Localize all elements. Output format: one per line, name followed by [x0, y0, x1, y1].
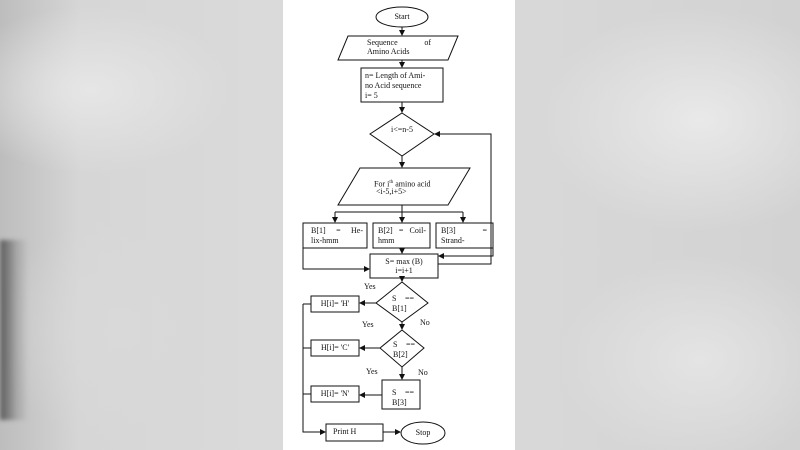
stop-terminal [400, 421, 446, 445]
s-b3-box [381, 379, 421, 410]
b1-line1: B[1] = He- [311, 226, 363, 235]
d1-line2: B[1] [392, 304, 407, 313]
init-line2: no Acid sequence [365, 81, 422, 90]
yes-label-2: Yes [362, 320, 374, 329]
d2-line1: S == [393, 340, 415, 349]
init-box [360, 67, 444, 103]
for-amino-line2: <i-5,i+5> [376, 187, 407, 196]
smax-line2: i=i+1 [395, 266, 413, 275]
h-c-label: H[i]= 'C' [320, 343, 350, 352]
b1-box [302, 222, 368, 249]
init-line3: i= 5 [365, 91, 378, 100]
b3-box [435, 222, 494, 249]
for-amino-box [337, 167, 471, 206]
loop-condition-label: i<=n-5 [391, 125, 413, 134]
input-sequence-line1: Sequence of [367, 38, 431, 47]
h-n-label: H[i]= 'N' [320, 389, 350, 398]
d3-line2: B[3] [392, 398, 407, 407]
start-label: Start [394, 12, 410, 21]
b3-line1: B[3] = [441, 226, 487, 235]
d2-line2: B[2] [393, 350, 408, 359]
input-sequence-box [337, 35, 459, 61]
h-h-label: H[i]= 'H' [320, 299, 350, 308]
for-amino-line1: For ith amino acid [374, 179, 431, 189]
b2-line2: hmm [378, 236, 395, 245]
smax-line1: S= max (B) [385, 257, 423, 266]
no-label-2: No [418, 368, 428, 377]
no-label-1: No [420, 318, 430, 327]
stop-label: Stop [415, 428, 431, 437]
yes-label-1: Yes [364, 282, 376, 291]
b1-line2: lix-hmm [311, 236, 339, 245]
background-shadow [0, 240, 28, 420]
d1-line1: S == [392, 294, 414, 303]
loop-decision [369, 112, 435, 157]
print-label: Print H [333, 427, 357, 436]
b2-line1: B[2] = Coil- [378, 226, 426, 235]
d3-line1: S == [392, 388, 414, 397]
yes-label-3: Yes [366, 367, 378, 376]
init-line1: n= Length of Ami- [365, 71, 426, 80]
input-sequence-line2: Amino Acids [367, 47, 410, 56]
b3-line2: Strand- [441, 236, 465, 245]
